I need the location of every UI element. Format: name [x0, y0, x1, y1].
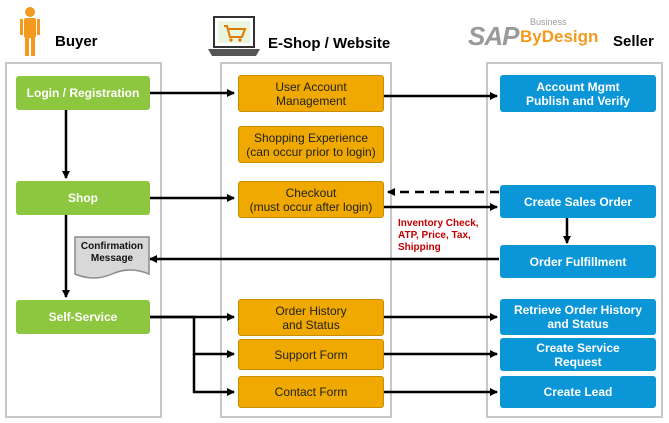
document-icon [74, 236, 150, 279]
order-history-line2: and Status [282, 317, 340, 332]
support-form-box[interactable]: Support Form [238, 339, 384, 370]
checkout-box[interactable]: Checkout (must occur after login) [238, 181, 384, 218]
login-registration-box[interactable]: Login / Registration [16, 76, 150, 110]
account-line1: Account Mgmt [536, 79, 620, 94]
sap-bydesign-text: ByDesign [520, 27, 599, 46]
sap-logo-text: SAP [468, 21, 519, 51]
retrieve-line1: Retrieve Order History [513, 303, 643, 317]
order-history-line1: Order History [275, 303, 347, 318]
account-line2: Publish and Verify [525, 93, 631, 108]
account-mgmt-box[interactable]: Account Mgmt Publish and Verify [500, 75, 656, 112]
fulfillment-label: Order Fulfillment [529, 254, 627, 269]
seller-header: Seller [613, 33, 654, 50]
sales-order-label: Create Sales Order [523, 194, 633, 209]
self-service-label: Self-Service [48, 310, 118, 324]
user-account-line1: User Account [275, 79, 347, 94]
lead-label: Create Lead [543, 385, 613, 399]
inventory-line3: Shipping [398, 242, 441, 253]
arrow-self-service-to-support [150, 315, 235, 358]
login-label: Login / Registration [26, 86, 140, 100]
order-fulfillment-box[interactable]: Order Fulfillment [500, 245, 656, 278]
order-history-box[interactable]: Order History and Status [238, 299, 384, 336]
shopping-line1: Shopping Experience [253, 130, 369, 145]
self-service-box[interactable]: Self-Service [16, 300, 150, 334]
create-lead-box[interactable]: Create Lead [500, 376, 656, 408]
contact-form-label: Contact Form [274, 385, 348, 399]
buyer-header: Buyer [55, 33, 98, 50]
person-icon [20, 7, 40, 56]
create-service-request-box[interactable]: Create Service Request [500, 338, 656, 371]
inventory-line2: ATP, Price, Tax, [398, 230, 471, 241]
checkout-line2: (must occur after login) [249, 199, 373, 214]
eshop-header: E-Shop / Website [268, 35, 391, 52]
support-form-label: Support Form [274, 347, 348, 362]
shopping-experience-box[interactable]: Shopping Experience (can occur prior to … [238, 126, 384, 163]
contact-form-box[interactable]: Contact Form [238, 376, 384, 408]
service-line2: Request [554, 354, 602, 369]
laptop-cart-icon [208, 16, 260, 56]
retrieve-line2: and Status [547, 317, 609, 331]
user-account-box[interactable]: User Account Management [238, 75, 384, 112]
service-line1: Create Service [536, 340, 620, 355]
shop-box[interactable]: Shop [16, 181, 150, 215]
user-account-line2: Management [275, 93, 347, 108]
confirmation-message: Confirmation Message [80, 241, 144, 264]
retrieve-order-history-box[interactable]: Retrieve Order History and Status [500, 299, 656, 335]
create-sales-order-box[interactable]: Create Sales Order [500, 185, 656, 218]
inventory-check-note: Inventory Check, ATP, Price, Tax, Shippi… [398, 218, 479, 254]
sap-business-text: Business [530, 17, 567, 27]
shopping-line2: (can occur prior to login) [246, 144, 376, 159]
sap-logo: SAP Business ByDesign [468, 17, 599, 51]
arrow-self-service-to-contact [192, 354, 235, 396]
checkout-line1: Checkout [285, 185, 337, 200]
inventory-line1: Inventory Check, [398, 218, 479, 229]
shop-label: Shop [68, 191, 98, 205]
